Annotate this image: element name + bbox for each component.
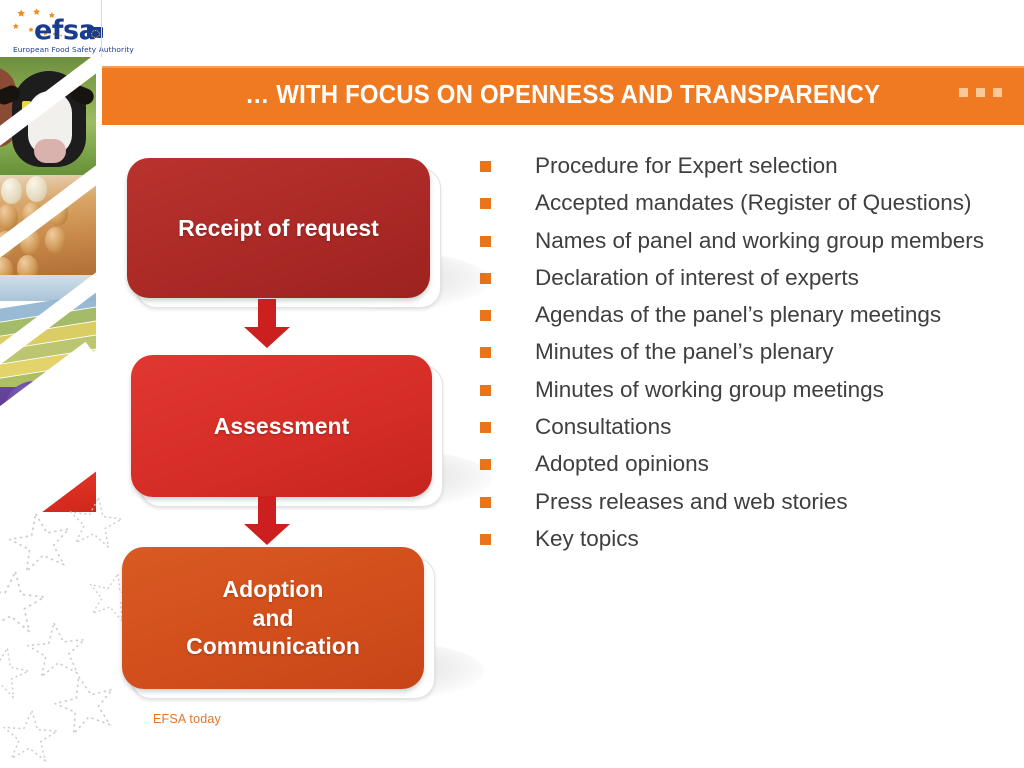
list-item-label: Agendas of the panel’s plenary meetings xyxy=(535,302,942,328)
logo-stars-icon xyxy=(12,8,62,37)
flow-step-label: Assessment xyxy=(213,412,350,439)
list-item-label: Consultations xyxy=(535,414,672,440)
bullet-square-icon xyxy=(480,422,491,434)
list-item: Procedure for Expert selection xyxy=(480,152,1020,181)
slide-title-banner: … WITH FOCUS ON OPENNESS AND TRANSPARENC… xyxy=(102,66,1024,125)
bullet-square-icon xyxy=(480,310,491,322)
flow-step-label-line1: Adoption xyxy=(222,576,324,603)
flow-step-receipt-of-request[interactable]: Receipt of request xyxy=(127,158,430,298)
list-item: Adopted opinions xyxy=(480,450,1020,479)
eu-flag-icon xyxy=(87,27,103,38)
list-item: Declaration of interest of experts xyxy=(480,264,1020,293)
flow-step-adoption-and-communication[interactable]: Adoption and Communication xyxy=(122,547,424,689)
list-item-label: Press releases and web stories xyxy=(535,488,848,514)
list-item: Agendas of the panel’s plenary meetings xyxy=(480,301,1020,330)
cow-muzzle-shape xyxy=(34,139,66,163)
list-item: Press releases and web stories xyxy=(480,488,1020,517)
list-item-label: Minutes of the panel’s plenary xyxy=(535,339,834,365)
header-divider xyxy=(101,0,102,57)
list-item: Minutes of the panel’s plenary xyxy=(480,338,1020,367)
list-item-label: Accepted mandates (Register of Questions… xyxy=(535,190,972,216)
list-item-label: Procedure for Expert selection xyxy=(535,153,838,178)
flow-caption: EFSA today xyxy=(153,712,222,726)
list-item: Key topics xyxy=(480,525,1020,554)
efsa-tagline: European Food Safety Authority xyxy=(13,45,134,54)
list-item-label: Adopted opinions xyxy=(535,451,709,477)
bullet-square-icon xyxy=(480,235,491,247)
flow-step-label-line2: and xyxy=(252,604,294,631)
list-item: Accepted mandates (Register of Questions… xyxy=(480,189,1020,218)
list-item-label: Names of panel and working group members xyxy=(535,227,984,253)
list-item: Minutes of working group meetings xyxy=(480,376,1020,405)
bullet-square-icon xyxy=(480,496,491,508)
flow-step-label: Receipt of request xyxy=(178,214,379,241)
efsa-logo: efsa European Food Safety Authority xyxy=(8,8,134,56)
efsa-wordmark: efsa xyxy=(34,15,97,46)
list-item: Consultations xyxy=(480,413,1020,442)
list-item-label: Key topics xyxy=(535,525,639,551)
banner-dots-decoration xyxy=(959,88,1002,97)
down-arrow-icon xyxy=(244,496,290,545)
bullet-square-icon xyxy=(480,347,491,359)
page-title: … WITH FOCUS ON OPENNESS AND TRANSPARENC… xyxy=(245,81,881,109)
process-flow-diagram: Receipt of request Assessment Adoption a… xyxy=(0,0,500,768)
list-item: Names of panel and working group members xyxy=(480,227,1020,256)
bullet-square-icon xyxy=(480,161,491,172)
flow-step-label-line3: Communication xyxy=(186,633,360,660)
bullet-square-icon xyxy=(480,384,491,396)
list-item-label: Declaration of interest of experts xyxy=(535,264,859,290)
bullet-square-icon xyxy=(480,198,491,210)
bullet-square-icon xyxy=(480,272,491,284)
bullet-square-icon xyxy=(480,533,491,545)
flow-step-assessment[interactable]: Assessment xyxy=(131,355,432,497)
down-arrow-icon xyxy=(244,299,290,348)
bullet-square-icon xyxy=(480,459,491,471)
list-item-label: Minutes of working group meetings xyxy=(535,376,884,402)
photo-strip-edge xyxy=(96,57,102,512)
sidebar-photo-strip xyxy=(0,57,102,512)
